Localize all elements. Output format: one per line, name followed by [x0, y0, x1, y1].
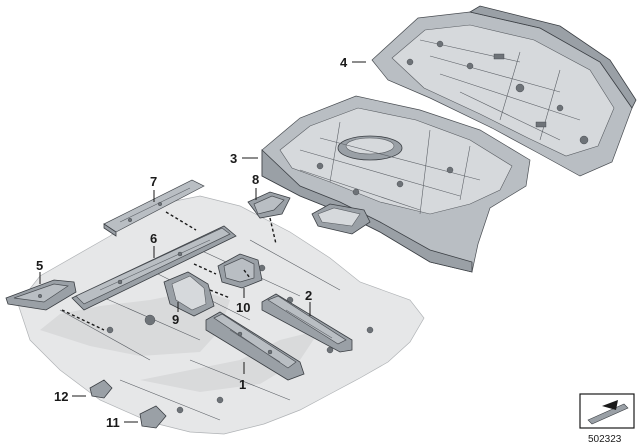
callout-12[interactable]: 12 — [54, 389, 86, 404]
callout-label: 4 — [340, 55, 348, 70]
arrow-icon — [602, 400, 618, 410]
callout-1[interactable]: 1 — [239, 362, 246, 392]
callout-label: 3 — [230, 151, 237, 166]
part-6-floor-channel[interactable] — [71, 225, 237, 311]
part-2-cross-member[interactable] — [261, 293, 353, 353]
assembly-line — [165, 211, 197, 231]
callout-10[interactable]: 10 — [236, 288, 250, 315]
part-4-rear-panel[interactable] — [371, 5, 637, 177]
part-3-rear-floor[interactable] — [261, 95, 531, 273]
part-5-sill-bracket[interactable] — [5, 279, 77, 311]
legend-frame — [579, 393, 635, 429]
callout-label: 5 — [36, 258, 43, 273]
callout-label: 10 — [236, 300, 250, 315]
callout-label: 8 — [252, 172, 259, 187]
assembly-line — [209, 289, 231, 299]
callout-3[interactable]: 3 — [230, 151, 258, 166]
part-10-seat-bracket[interactable] — [217, 253, 263, 289]
callout-label: 12 — [54, 389, 68, 404]
assembly-lines — [61, 211, 277, 331]
callout-8[interactable]: 8 — [252, 172, 259, 200]
callout-5[interactable]: 5 — [36, 258, 43, 284]
legend-panel-icon — [587, 403, 629, 425]
callout-11[interactable]: 11 — [106, 415, 138, 430]
assembly-line — [269, 217, 277, 245]
part-12-clip[interactable] — [89, 379, 113, 399]
legend-box: 502323 — [579, 393, 635, 445]
assembly-line — [193, 263, 217, 275]
part-1-cross-member[interactable] — [205, 311, 305, 381]
callout-label: 9 — [172, 312, 179, 327]
part-7-cross-member[interactable] — [103, 179, 205, 237]
callout-6[interactable]: 6 — [150, 231, 157, 258]
part-8-bracket[interactable] — [247, 191, 291, 219]
callout-label: 1 — [239, 377, 246, 392]
callout-2[interactable]: 2 — [305, 288, 312, 316]
callout-label: 7 — [150, 174, 157, 189]
assembly-line — [61, 309, 105, 331]
callout-4[interactable]: 4 — [340, 55, 366, 70]
callout-label: 11 — [106, 415, 120, 430]
assembly-line — [243, 269, 251, 279]
callout-7[interactable]: 7 — [150, 174, 157, 202]
callout-label: 2 — [305, 288, 312, 303]
diagram-id: 502323 — [588, 434, 622, 445]
callout-label: 6 — [150, 231, 157, 246]
part-11-clip[interactable] — [139, 405, 167, 429]
part-9-center-bracket[interactable] — [163, 271, 215, 317]
callout-9[interactable]: 9 — [172, 302, 179, 327]
